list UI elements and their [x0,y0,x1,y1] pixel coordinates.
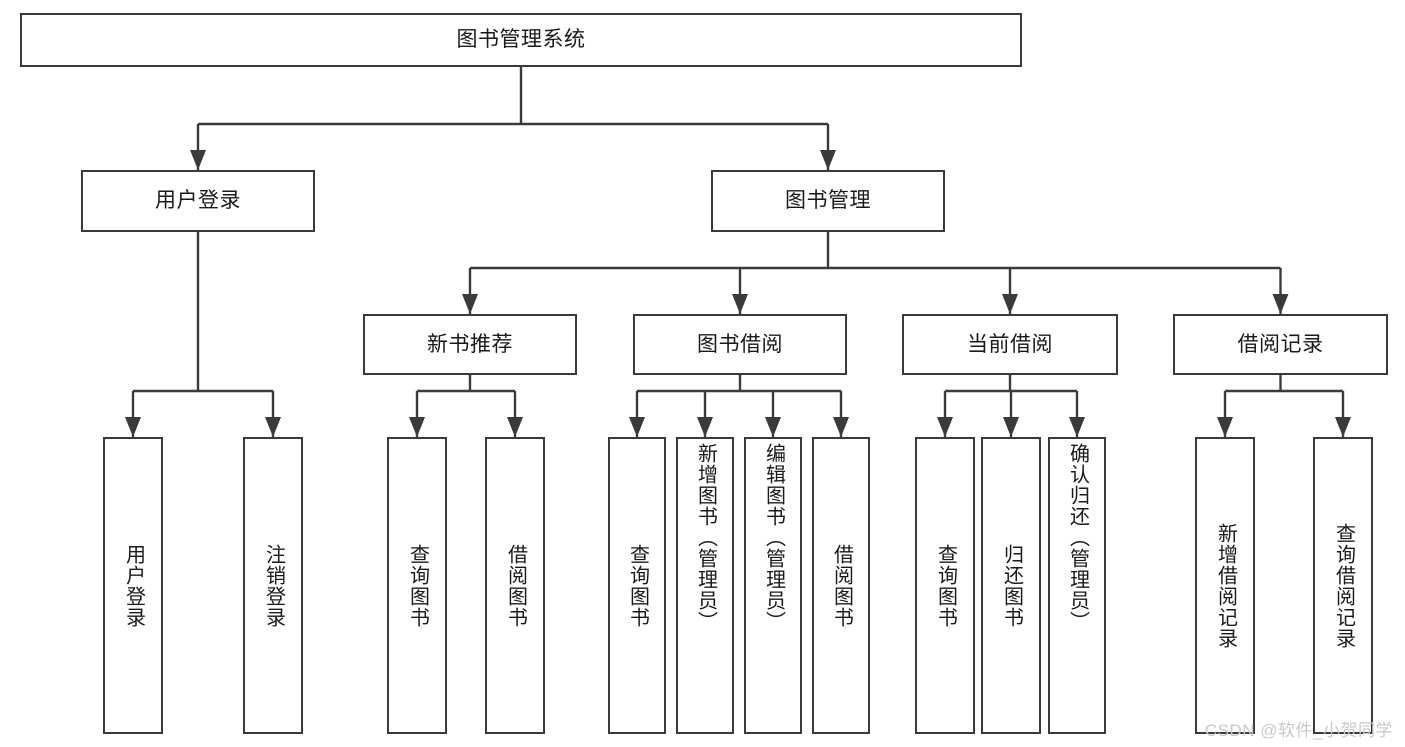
arrow-head-icon [265,417,281,437]
node-label: 图书管理 [785,189,871,213]
node-label: 查询图书 [934,543,957,628]
node-leaf-2[interactable]: 注销登录 [243,437,303,734]
arrow-head-icon [765,417,781,437]
node-label: 借阅图书 [504,543,527,628]
arrow-head-icon [409,417,425,437]
arrow-head-icon [1002,294,1018,314]
arrow-head-icon [1217,417,1233,437]
node-label: 注销登录 [262,543,285,628]
node-label: 当前借阅 [967,332,1053,356]
node-leaf-1[interactable]: 用户登录 [103,437,163,734]
node-records[interactable]: 借阅记录 [1173,314,1388,375]
node-label: 图书借阅 [697,332,783,356]
node-label: 查询图书 [406,543,429,628]
node-leaf-13[interactable]: 查询借阅记录 [1313,437,1373,734]
arrow-head-icon [629,417,645,437]
node-borrowbook[interactable]: 图书借阅 [633,314,847,375]
node-leaf-4[interactable]: 借阅图书 [485,437,545,734]
node-label: 新增借阅记录 [1214,522,1237,649]
node-login[interactable]: 用户登录 [81,170,315,232]
arrow-head-icon [1003,417,1019,437]
arrow-head-icon [820,150,836,170]
arrow-head-icon [1272,294,1289,314]
node-label: 归还图书 [1000,543,1023,628]
node-root[interactable]: 图书管理系统 [20,13,1022,67]
node-leaf-9[interactable]: 查询图书 [915,437,975,734]
node-newbook[interactable]: 新书推荐 [363,314,577,375]
arrow-head-icon [462,294,478,314]
node-leaf-3[interactable]: 查询图书 [387,437,447,734]
arrow-head-icon [507,417,523,437]
node-label: 图书管理系统 [456,28,586,52]
arrow-head-icon [1335,417,1351,437]
watermark: CSDN @软件_小贺同学 [1204,721,1393,740]
node-leaf-10[interactable]: 归还图书 [981,437,1041,734]
node-current[interactable]: 当前借阅 [902,314,1118,375]
node-leaf-12[interactable]: 新增借阅记录 [1195,437,1255,734]
arrow-head-icon [732,294,748,314]
arrow-head-icon [937,417,953,437]
node-label: 新书推荐 [427,332,513,356]
node-leaf-6[interactable]: 新增图书（管理员） [676,437,734,734]
node-leaf-11[interactable]: 确认归还（管理员） [1048,437,1106,734]
node-leaf-8[interactable]: 借阅图书 [812,437,870,734]
node-label: 借阅图书 [830,543,853,628]
node-label: 确认归还（管理员） [1066,443,1089,632]
arrow-head-icon [697,417,713,437]
arrow-head-icon [833,417,849,437]
node-label: 借阅记录 [1237,332,1324,356]
node-label: 新增图书（管理员） [694,443,717,632]
node-label: 编辑图书（管理员） [762,443,785,632]
arrow-head-icon [1069,417,1085,437]
node-leaf-7[interactable]: 编辑图书（管理员） [744,437,802,734]
arrow-head-icon [125,417,141,437]
node-bookmgmt[interactable]: 图书管理 [711,170,945,232]
node-label: 用户登录 [122,543,145,628]
arrow-head-icon [190,150,206,170]
node-label: 用户登录 [155,189,241,213]
node-label: 查询图书 [626,543,649,628]
node-leaf-5[interactable]: 查询图书 [608,437,666,734]
node-label: 查询借阅记录 [1332,522,1355,649]
